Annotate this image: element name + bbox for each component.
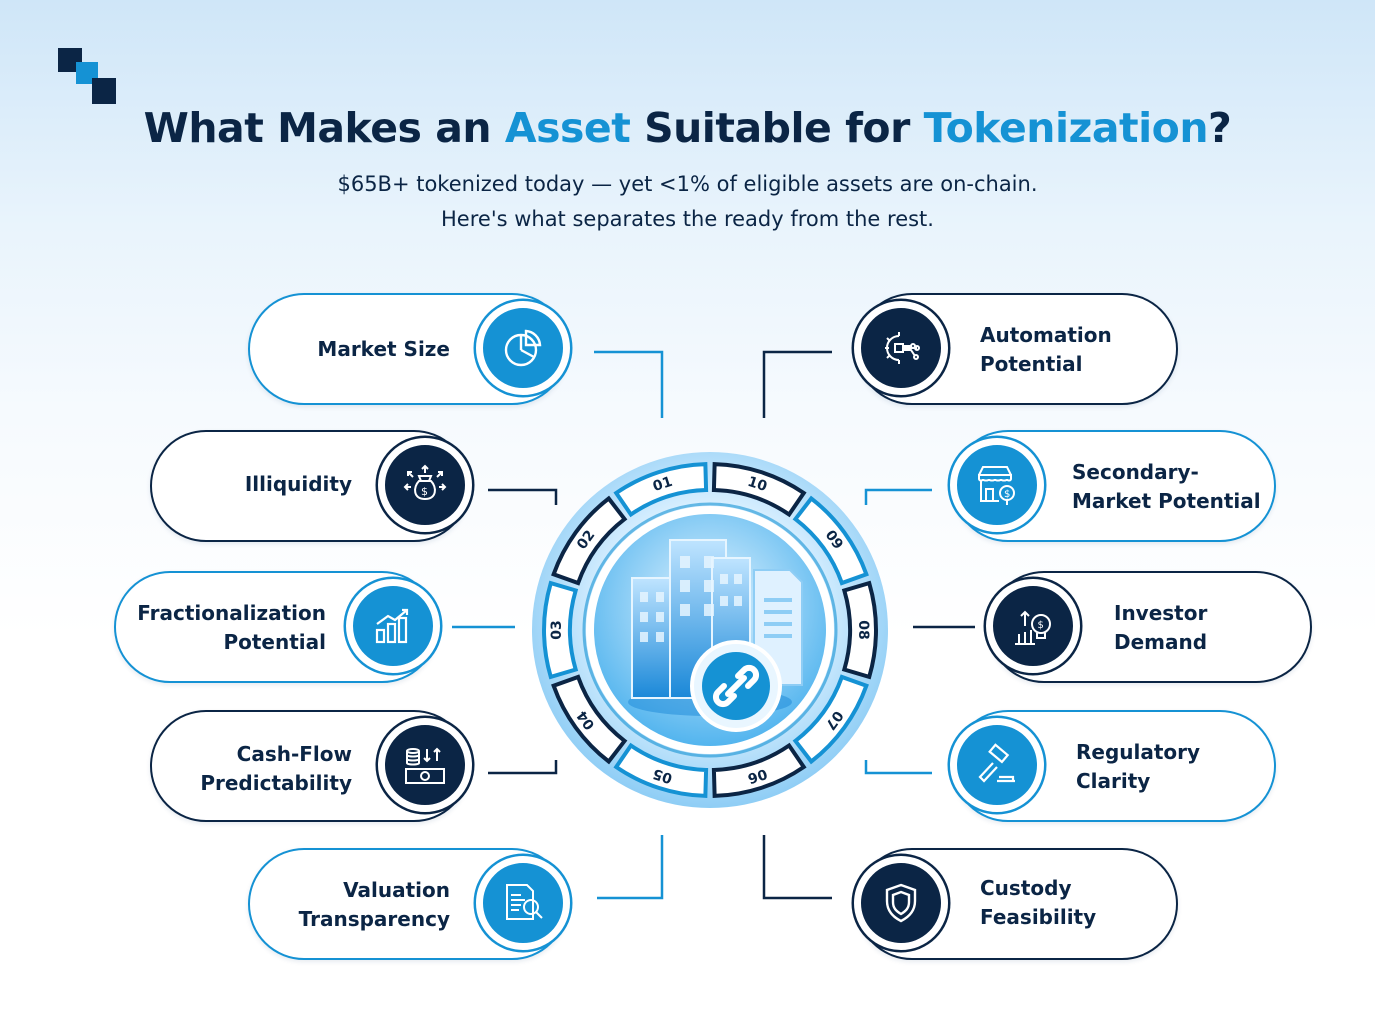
- hub-segment-number: 01: [651, 474, 674, 495]
- bar-chart-icon: [346, 579, 440, 673]
- factor-card-custody-feasibility: Custody Feasibility: [854, 848, 1178, 960]
- hub-segment: [841, 580, 878, 680]
- factor-label-line-2: Feasibility: [980, 905, 1097, 929]
- building-chain-icon: [628, 539, 803, 732]
- page-title: What Makes an Asset Suitable for Tokeniz…: [143, 104, 1232, 152]
- gear-circuit-icon: [854, 301, 948, 395]
- factor-label-group: Valuation Transparency: [299, 876, 450, 934]
- factor-label-group: Regulatory Clarity: [1076, 738, 1200, 796]
- subtitle-line-1: $65B+ tokenized today — yet <1% of eligi…: [337, 172, 1038, 196]
- money-bag-icon: $: [378, 438, 472, 532]
- gavel-icon: [950, 718, 1044, 812]
- factor-card-market-size: Market Size: [248, 293, 570, 405]
- factor-label: Illiquidity: [244, 472, 352, 496]
- hub-segment: [711, 742, 807, 798]
- pie-chart-icon: [476, 301, 570, 395]
- factor-card-valuation-transparency: Valuation Transparency: [248, 848, 570, 960]
- hub-segment: [551, 674, 628, 765]
- factor-label-line-1: Valuation: [343, 878, 450, 902]
- hub-segment: [613, 462, 709, 518]
- factor-card-regulatory-clarity: Regulatory Clarity: [950, 710, 1276, 822]
- factor-label-line-1: Secondary-: [1072, 460, 1199, 484]
- factor-card-fractionalization-potential: Fractionalization Potential: [114, 571, 440, 683]
- svg-text:$: $: [1004, 489, 1010, 500]
- factor-label-line-2: Potential: [223, 630, 326, 654]
- hub-segment: [711, 462, 807, 518]
- shield-icon: [854, 856, 948, 950]
- hub-segment: [551, 495, 628, 586]
- factor-label-line-2: Market Potential: [1072, 489, 1261, 513]
- factor-label-line-2: Clarity: [1076, 769, 1151, 793]
- factor-label-group: Investor Demand: [1114, 599, 1207, 657]
- factor-label-line-1: Cash-Flow: [236, 742, 352, 766]
- hub-segment-number: 06: [746, 765, 769, 786]
- factor-card-investor-demand: $ Investor Demand: [986, 571, 1312, 683]
- factor-label-line-1: Custody: [980, 876, 1072, 900]
- hub-segment-number: 08: [855, 620, 871, 639]
- factor-label-line-2: Transparency: [298, 907, 450, 931]
- factor-label-group: Fractionalization Potential: [137, 599, 326, 657]
- hub-segment-number: 10: [746, 474, 770, 495]
- svg-text:$: $: [421, 485, 428, 498]
- svg-text:$: $: [1038, 620, 1044, 631]
- factor-label-line-1: Fractionalization: [137, 601, 326, 625]
- factor-label-line-2: Predictability: [200, 771, 352, 795]
- factor-label-line-1: Investor: [1114, 601, 1208, 625]
- factor-card-automation-potential: Automation Potential: [854, 293, 1178, 405]
- storefront-icon: $: [950, 438, 1044, 532]
- factor-label-group: Custody Feasibility: [980, 874, 1096, 932]
- factor-label-line-2: Potential: [980, 352, 1083, 376]
- factor-label-group: Cash-Flow Predictability: [200, 740, 352, 798]
- factor-card-illiquidity: Illiquidity $: [150, 430, 472, 542]
- document-search-icon: [476, 856, 570, 950]
- factor-label-group: Secondary- Market Potential: [1072, 458, 1261, 516]
- factor-card-cash-flow-predictability: Cash-Flow Predictability: [150, 710, 472, 822]
- hub-segment: [792, 495, 869, 586]
- hub-segment-number: 03: [549, 620, 565, 639]
- factor-label-group: Automation Potential: [980, 321, 1112, 379]
- hub-segment-number: 05: [651, 765, 674, 786]
- hub-segment: [792, 674, 869, 765]
- factor-label-line-1: Regulatory: [1076, 740, 1201, 764]
- factor-card-secondary-market-potential: $ Secondary- Market Potential: [950, 430, 1276, 542]
- subtitle-line-2: Here's what separates the ready from the…: [441, 207, 934, 231]
- investor-bulb-icon: $: [986, 579, 1080, 673]
- factor-label: Market Size: [317, 337, 450, 361]
- hub-segment: [613, 742, 709, 798]
- factor-label-line-1: Automation: [980, 323, 1112, 347]
- factor-label-line-2: Demand: [1114, 630, 1208, 654]
- cash-flow-icon: [378, 718, 472, 812]
- hub-segment: [542, 580, 579, 680]
- brand-logo: [58, 48, 116, 104]
